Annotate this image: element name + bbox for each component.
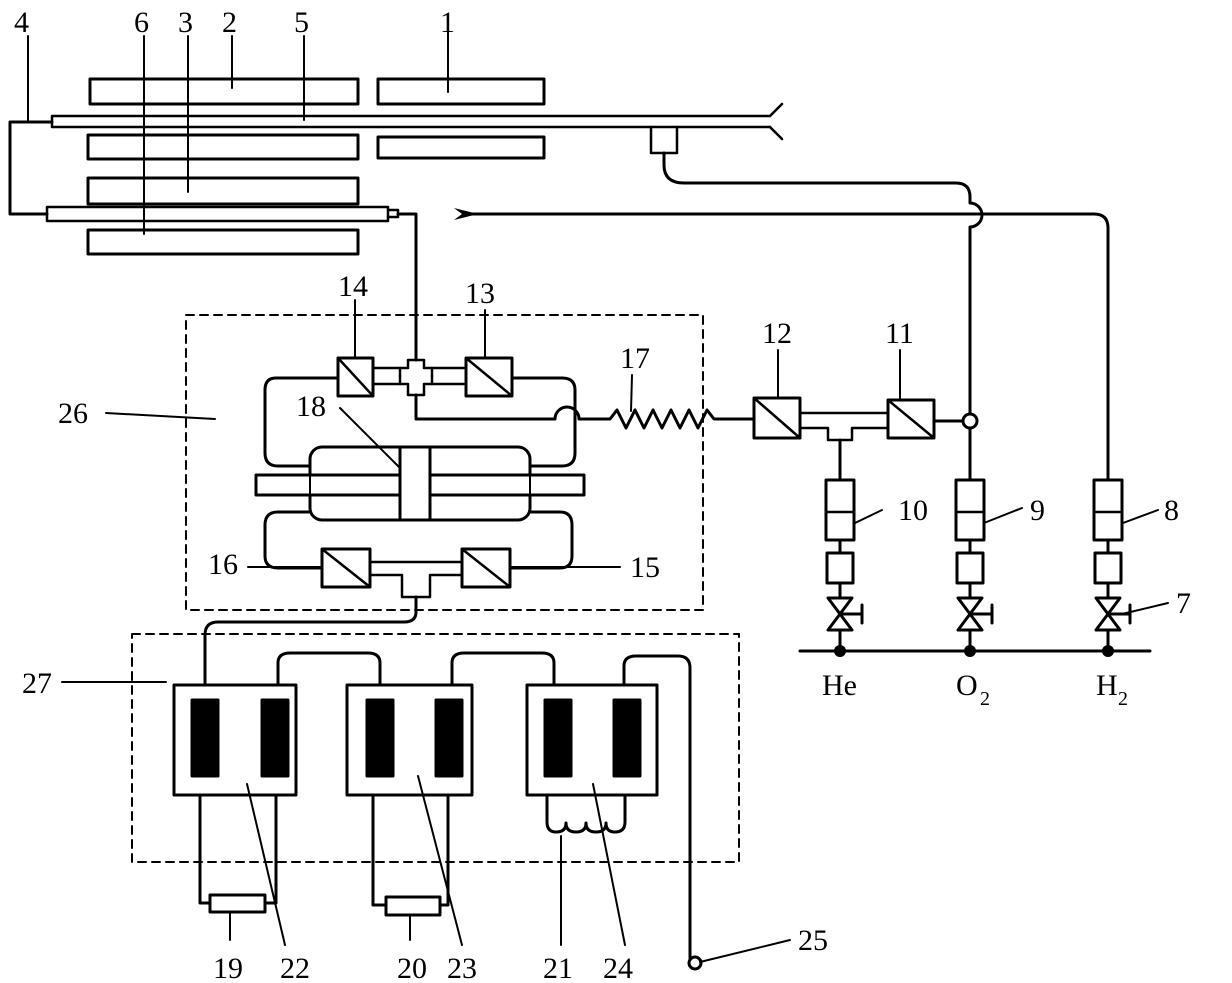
label-13: 13: [465, 277, 495, 310]
outlet-25: [687, 955, 703, 971]
label-2: 2: [222, 6, 237, 39]
detector-22: [172, 683, 298, 797]
label-21: 21: [543, 952, 573, 983]
label-19: 19: [213, 952, 243, 983]
h2-line: [468, 212, 1110, 482]
junction-node: [961, 412, 979, 430]
o2-line: [662, 151, 984, 415]
tube-flare: [768, 102, 784, 141]
o2-supply: [954, 426, 994, 653]
gas-labels: He O 2 H 2: [822, 669, 1128, 710]
tube-side-port: [649, 125, 679, 155]
label-6: 6: [134, 6, 149, 39]
label-12: 12: [762, 317, 792, 350]
label-25: 25: [798, 924, 828, 957]
column-18-divider: [398, 445, 432, 522]
reaction-tube-5: [50, 114, 772, 129]
flow-controller-10: [824, 478, 856, 542]
filter-11-diagonal: [886, 398, 936, 440]
tube-6-outlet: [386, 208, 400, 219]
label-11: 11: [885, 317, 914, 350]
resistor-20: [384, 895, 442, 917]
gas-label-he: He: [822, 669, 857, 702]
gas-label-h2: H: [1096, 669, 1118, 702]
label-24: 24: [603, 952, 633, 983]
filter-12-diagonal: [752, 396, 802, 440]
detector-24: [525, 683, 659, 797]
valve-h2: [1094, 596, 1122, 632]
heater-block-1-top: [376, 77, 546, 106]
regulator-h2: [1093, 551, 1123, 585]
tee-12-11: [798, 411, 890, 442]
heater-block-3-top: [86, 176, 360, 206]
valve-assembly-26: [254, 356, 593, 599]
he-node: [834, 645, 846, 657]
he-supply: [824, 478, 864, 653]
h2-supply: [1092, 478, 1132, 653]
dashed-box-27: [131, 633, 740, 863]
reaction-tube-6: [45, 205, 390, 223]
label-1: 1: [440, 6, 455, 39]
detector-assembly-27: [172, 595, 703, 971]
dashed-box-26: [185, 314, 704, 611]
flow-controller-8: [1092, 478, 1124, 542]
cross-fitting: [398, 358, 434, 397]
furnace-assembly: [8, 77, 784, 256]
h2-node: [1102, 645, 1114, 657]
label-15: 15: [630, 551, 660, 584]
label-22: 22: [280, 952, 310, 983]
label-5: 5: [294, 6, 309, 39]
filament-21: [545, 793, 627, 834]
regulator-o2: [955, 551, 985, 585]
heater-block-3-bottom: [86, 228, 360, 256]
valve-o2: [956, 596, 984, 632]
label-4: 4: [14, 6, 29, 39]
connector-4: [8, 120, 54, 216]
resistor-19: [208, 893, 267, 914]
leader-lines: [27, 29, 1169, 963]
label-16: 16: [208, 548, 238, 581]
label-10: 10: [898, 494, 928, 527]
filter-11: [886, 398, 936, 440]
number-labels: 4 6 3 2 5 1 14 13 18 17 12 11 26 16 15 1…: [14, 6, 1191, 983]
flow-controller-9: [954, 478, 986, 542]
tube-6-outlet-line: [396, 212, 418, 362]
regulator-he: [825, 551, 855, 585]
heater-block-2-top: [88, 77, 360, 106]
label-14: 14: [338, 270, 368, 303]
gas-label-h2-sub: 2: [1118, 688, 1128, 710]
label-9: 9: [1030, 494, 1045, 527]
gas-lines: [396, 151, 1110, 482]
label-7: 7: [1176, 587, 1191, 620]
gas-label-o2: O: [956, 669, 978, 702]
heater-block-1-bottom: [376, 135, 546, 160]
heater-block-2-bottom: [86, 133, 360, 161]
valve-he: [826, 596, 854, 632]
label-27: 27: [22, 667, 52, 700]
o2-node: [964, 645, 976, 657]
label-18: 18: [296, 390, 326, 423]
label-26: 26: [58, 397, 88, 430]
label-20: 20: [397, 952, 427, 983]
flow-arrow-icon: [454, 208, 478, 220]
label-17: 17: [620, 342, 650, 375]
label-23: 23: [447, 952, 477, 983]
gas-label-o2-sub: 2: [980, 688, 990, 710]
restrictor-17: [589, 408, 756, 430]
label-3: 3: [178, 6, 193, 39]
label-8: 8: [1164, 494, 1179, 527]
detector-23: [345, 683, 474, 797]
